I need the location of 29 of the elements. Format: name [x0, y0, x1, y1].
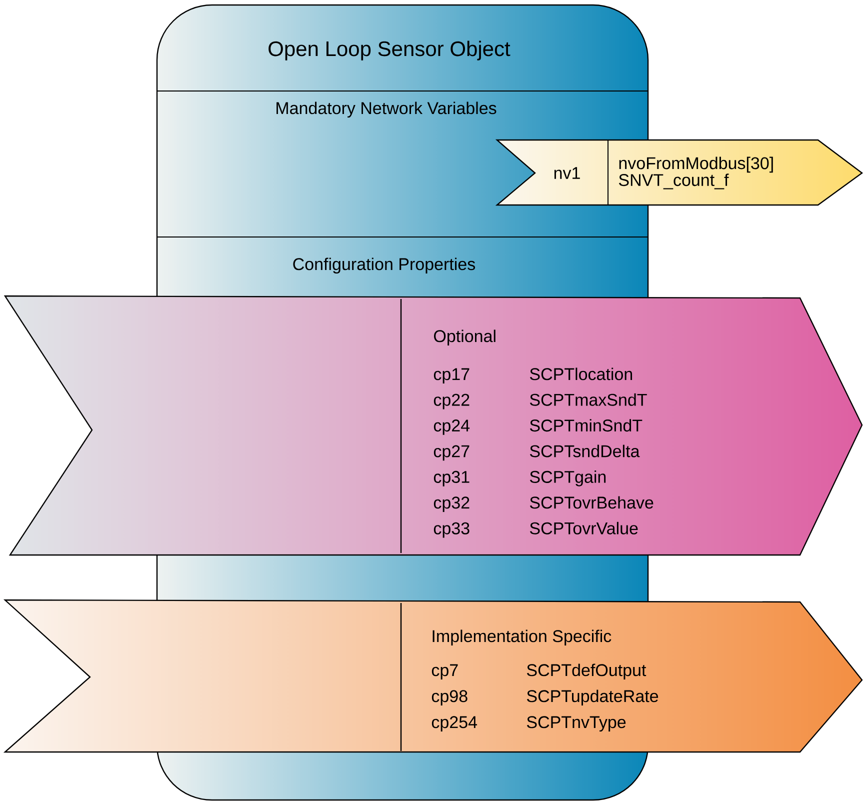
property-type: SCPTminSndT: [530, 419, 642, 432]
property-type: SCPTnvType: [526, 716, 626, 732]
property-id: cp17: [434, 368, 470, 384]
title: Open Loop Sensor Object: [268, 40, 510, 60]
property-id: cp32: [434, 496, 470, 512]
property-id: cp27: [434, 445, 470, 461]
section-heading: Configuration Properties: [293, 258, 475, 274]
property-id: cp22: [434, 394, 470, 410]
property-type: SCPTovrBehave: [530, 496, 654, 509]
property-id: cp254: [432, 716, 478, 732]
property-id: cp98: [432, 690, 468, 706]
property-type: SCPTmaxSndT: [530, 393, 647, 406]
property-id: cp24: [434, 420, 470, 435]
group-heading: Optional: [434, 330, 496, 346]
property-type: SCPTupdateRate: [526, 690, 658, 706]
chevron-arrow: [3, 599, 863, 753]
property-id: cp31: [434, 470, 470, 486]
property-type: SCPTdefOutput: [526, 664, 646, 680]
variable-name: nvoFromModbus[30] SNVT_count_f: [618, 156, 773, 190]
section-heading: Mandatory Network Variables: [276, 102, 496, 118]
property-id: cp7: [432, 664, 458, 680]
group-heading: Implementation Specific: [432, 630, 612, 646]
property-type: SCPTlocation: [530, 368, 632, 380]
property-type: SCPTgain: [530, 470, 606, 486]
chevron-arrow: [495, 139, 864, 206]
property-id: cp33: [434, 522, 470, 538]
variable-index: nv1: [554, 167, 580, 179]
property-type: SCPTsndDelta: [530, 444, 640, 458]
property-type: SCPTovrValue: [530, 522, 638, 534]
